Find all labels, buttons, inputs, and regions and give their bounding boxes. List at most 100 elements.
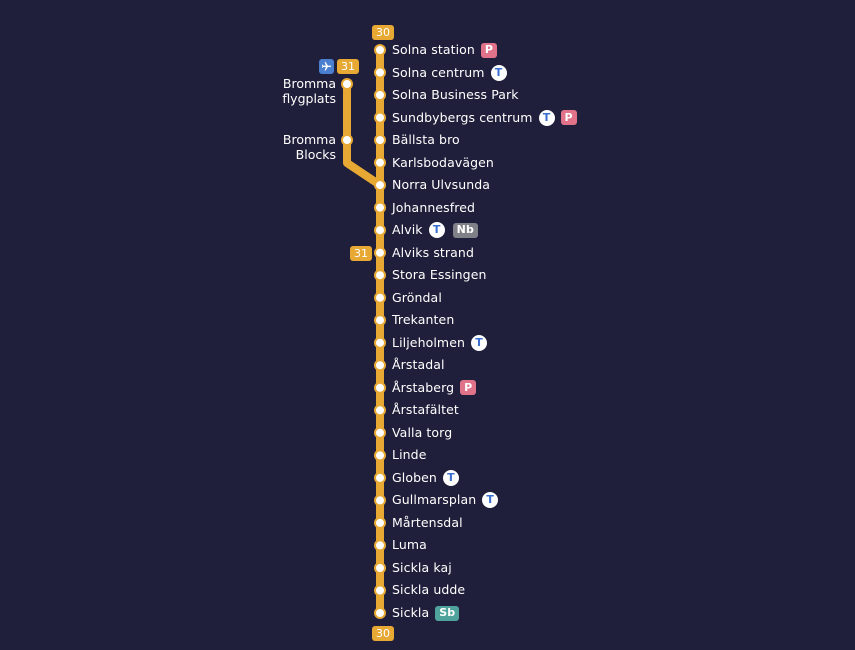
station-item[interactable]: Solna centrum T: [392, 64, 507, 81]
station-item[interactable]: Karlsbodavägen: [392, 155, 494, 171]
station-item[interactable]: Johannesfred: [392, 200, 475, 216]
parking-icon: P: [480, 42, 497, 58]
station-item[interactable]: Gröndal: [392, 290, 442, 306]
line-30-badge-top: 30: [372, 25, 394, 40]
station-name: Årstadal: [392, 357, 445, 373]
station-name: Solna station: [392, 42, 475, 57]
station-item[interactable]: Sickla Sb: [392, 605, 460, 621]
station-item[interactable]: Alvik T Nb: [392, 222, 478, 239]
station-name: Norra Ulvsunda: [392, 177, 491, 193]
stop-marker[interactable]: [374, 381, 386, 394]
line-31-badge-top: 31: [337, 59, 359, 74]
station-item[interactable]: Trekanten: [392, 312, 454, 328]
station-name-line1: Bromma: [282, 132, 336, 147]
station-item[interactable]: Mårtensdal: [392, 515, 463, 531]
stop-marker[interactable]: [374, 426, 386, 439]
stop-marker-bromma-flygplats[interactable]: [341, 78, 353, 90]
station-name: Linde: [392, 447, 427, 463]
stop-marker[interactable]: [374, 134, 386, 147]
metro-icon: T: [538, 109, 555, 126]
station-item[interactable]: Globen T: [392, 469, 459, 486]
stop-marker[interactable]: [374, 516, 386, 529]
metro-icon: T: [490, 64, 507, 81]
main-stop-markers: [374, 44, 386, 619]
station-item[interactable]: Alviks strand: [392, 245, 474, 261]
stop-marker[interactable]: [374, 539, 386, 552]
station-item[interactable]: Valla torg: [392, 425, 452, 441]
stop-marker[interactable]: [374, 584, 386, 597]
station-item[interactable]: Gullmarsplan T: [392, 492, 499, 509]
station-item[interactable]: Sickla udde: [392, 582, 465, 598]
station-name: Sickla udde: [392, 582, 466, 598]
station-item[interactable]: Solna station P: [392, 42, 497, 58]
saltsjobanan-icon: Sb: [435, 605, 460, 621]
station-item[interactable]: Norra Ulvsunda: [392, 177, 490, 193]
station-name-line2: flygplats: [282, 91, 336, 106]
station-item[interactable]: Solna Business Park: [392, 87, 519, 103]
station-item[interactable]: Sickla kaj: [392, 560, 452, 576]
station-name: Karlsbodavägen: [392, 154, 494, 170]
stop-marker-bromma-blocks[interactable]: [341, 134, 353, 146]
line-30-badge-bottom: 30: [372, 626, 394, 641]
station-name: Mårtensdal: [392, 514, 463, 530]
stop-marker[interactable]: [374, 201, 386, 214]
metro-icon: T: [442, 469, 459, 486]
stop-marker[interactable]: [374, 494, 386, 507]
station-name: Bällsta bro: [392, 132, 460, 148]
station-name: Solna centrum: [392, 64, 485, 80]
stop-marker[interactable]: [374, 449, 386, 462]
stop-marker[interactable]: [374, 471, 386, 484]
station-item[interactable]: Bällsta bro: [392, 132, 460, 148]
stop-marker[interactable]: [374, 44, 386, 56]
station-name: Gröndal: [392, 289, 442, 305]
station-item[interactable]: Stora Essingen: [392, 267, 487, 283]
stop-marker[interactable]: [374, 156, 386, 169]
stop-marker[interactable]: [374, 291, 386, 304]
station-name-line1: Bromma: [282, 76, 336, 91]
stop-marker[interactable]: [374, 404, 386, 417]
station-item[interactable]: Årstafältet: [392, 402, 459, 418]
station-name: Sickla kaj: [392, 559, 452, 575]
station-name: Årstafältet: [392, 402, 459, 418]
station-name: Sickla: [392, 605, 430, 620]
station-name: Trekanten: [392, 312, 455, 328]
stop-marker[interactable]: [374, 224, 386, 237]
line-31-track: [343, 80, 384, 189]
airplane-icon: [319, 59, 334, 74]
station-name: Alvik: [392, 222, 423, 238]
station-label-bromma-blocks[interactable]: Bromma Blocks: [283, 132, 336, 162]
stop-marker[interactable]: [374, 562, 386, 574]
metro-icon: T: [471, 334, 488, 351]
station-item[interactable]: Luma: [392, 537, 427, 553]
stop-marker[interactable]: [374, 607, 386, 619]
station-name: Valla torg: [392, 424, 453, 440]
stop-marker[interactable]: [374, 111, 386, 124]
stop-marker[interactable]: [374, 359, 386, 372]
station-item[interactable]: Årstadal: [392, 357, 445, 373]
station-name: Solna Business Park: [392, 87, 519, 103]
station-name-line2: Blocks: [295, 147, 336, 162]
stop-marker[interactable]: [374, 269, 386, 282]
parking-icon: P: [460, 380, 477, 396]
station-item[interactable]: Linde: [392, 447, 426, 463]
metro-icon: T: [428, 222, 445, 239]
station-name: Gullmarsplan: [392, 492, 477, 508]
stop-marker[interactable]: [374, 314, 386, 327]
stop-marker[interactable]: [374, 66, 386, 79]
station-name: Sundbybergs centrum: [392, 109, 533, 125]
stop-marker[interactable]: [374, 336, 386, 349]
station-label-bromma-flygplats[interactable]: Bromma flygplats: [282, 76, 336, 106]
station-name: Globen: [392, 469, 437, 485]
stop-marker[interactable]: [374, 246, 386, 259]
nockebybanan-icon: Nb: [452, 222, 478, 238]
stop-marker[interactable]: [374, 179, 386, 192]
line-31-badge-alviks-strand: 31: [350, 246, 372, 261]
metro-icon: T: [482, 492, 499, 509]
station-name: Alviks strand: [392, 244, 474, 260]
stop-marker[interactable]: [374, 89, 386, 101]
